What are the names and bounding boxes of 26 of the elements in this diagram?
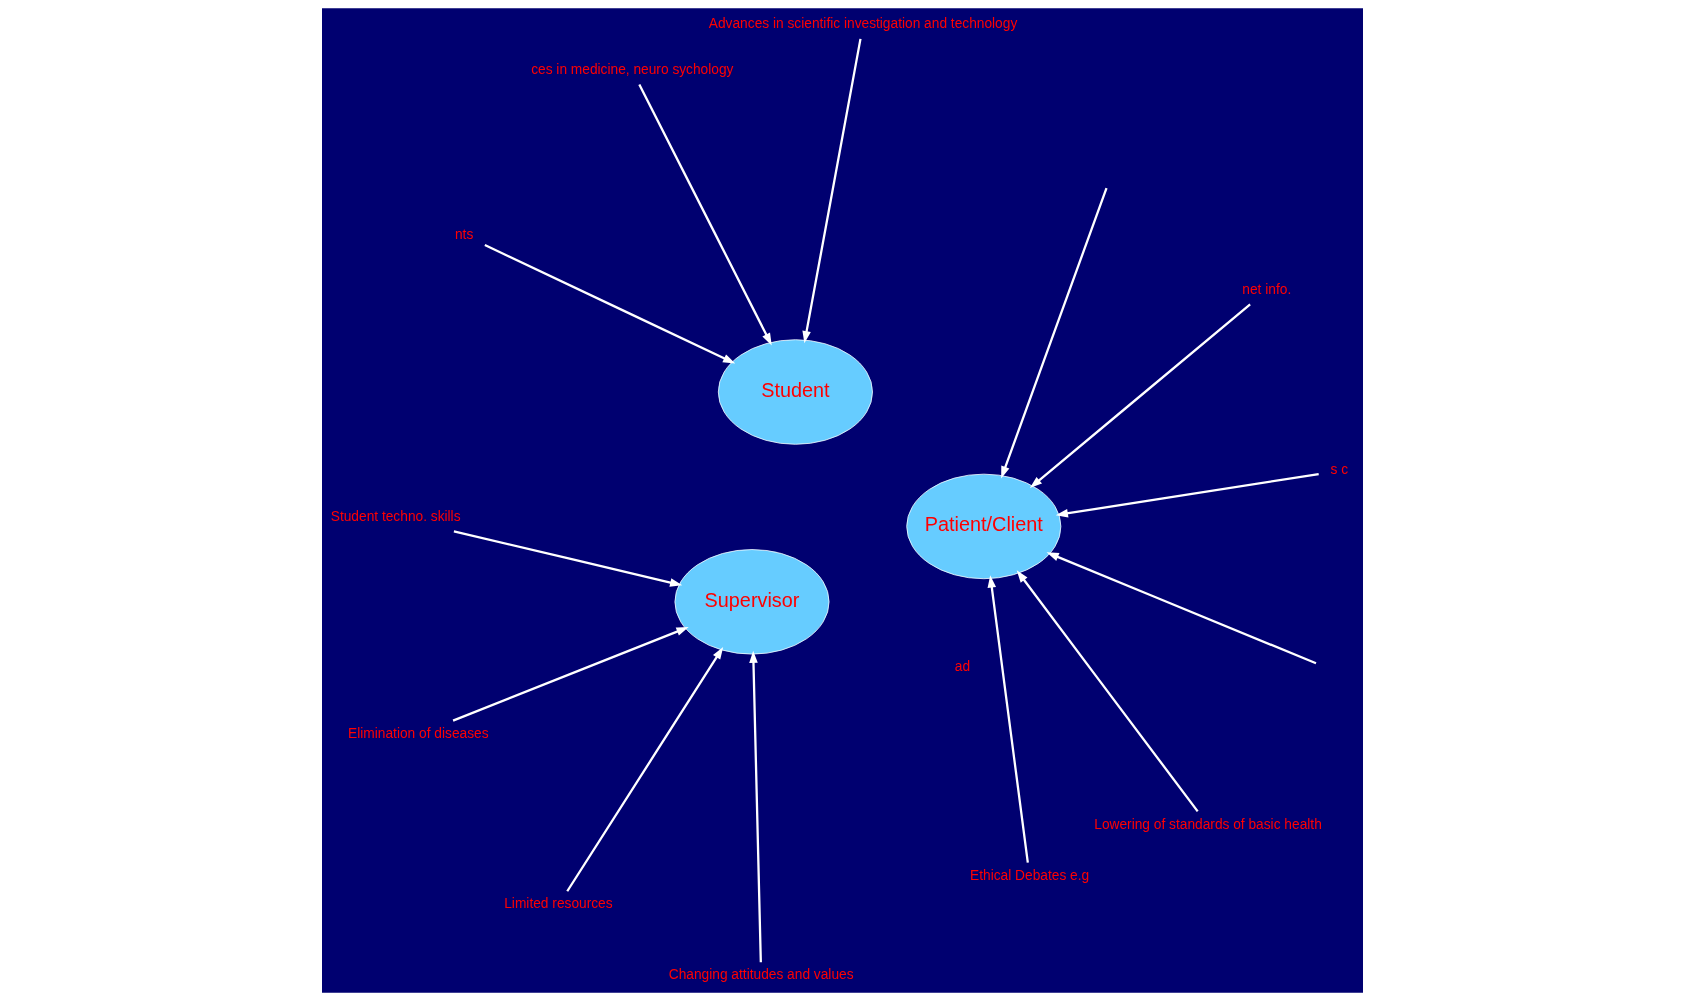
arrow [1029,303,1251,489]
arrow [802,38,862,344]
node-text: Ethical Debates e.g [970,867,1090,883]
arrow [566,646,724,892]
node-text: Elimination of diseases [348,725,489,741]
node-text: Student techno. skills [330,508,461,524]
arrow [452,627,689,722]
node-text: ces in medicine, neuro sychology [531,62,734,78]
arrow [1001,187,1108,479]
node-ellipse: Student [717,339,873,445]
node-text: Changing attitudes and values [668,967,854,983]
arrow [1016,570,1199,813]
arrow [453,530,683,587]
node-text: Limited resources [504,896,613,912]
node-text: s c [1330,462,1349,478]
node-text: net info. [1242,281,1292,297]
arrow [1046,552,1317,665]
node-text: Lowering of standards of basic health [1094,816,1322,832]
node-text: nts [454,226,474,242]
arrow [638,84,772,346]
node-text: Advances in scientific investigation and technology [708,16,1018,32]
arrow [987,575,1029,863]
arrow [484,244,736,364]
arrow [1055,472,1319,518]
label: ad [954,658,971,674]
arrow [749,650,762,963]
